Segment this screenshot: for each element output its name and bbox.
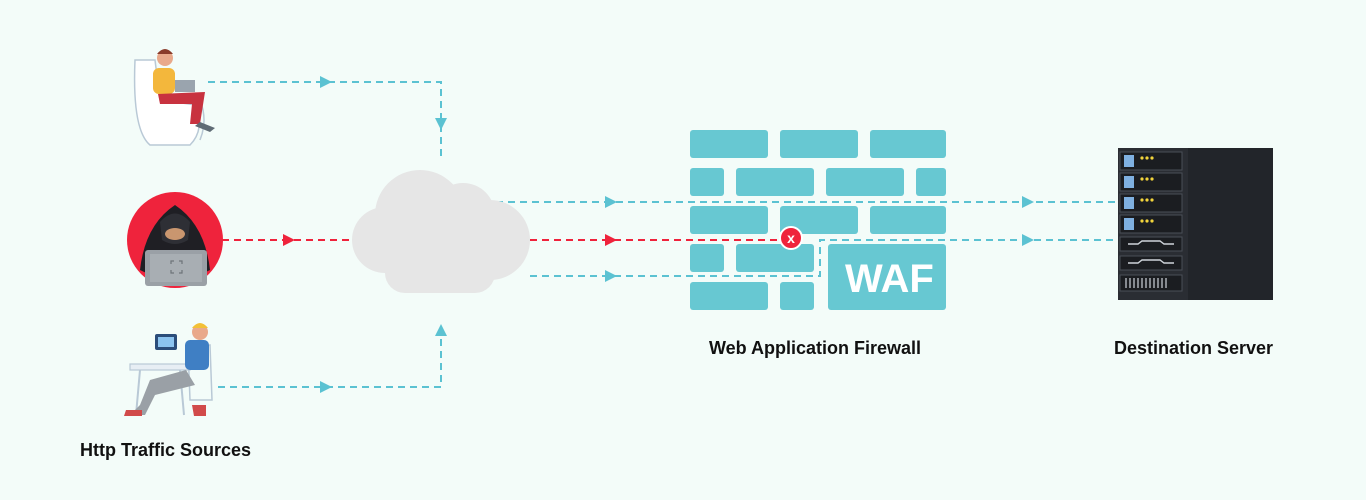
block-marker: x [779, 226, 803, 250]
block-marker-glyph: x [787, 230, 795, 246]
cloud-icon [352, 170, 530, 293]
waf-caption: Web Application Firewall [709, 338, 922, 358]
arrowhead [283, 234, 295, 246]
brick-wall-icon [690, 130, 946, 310]
arrowhead [435, 324, 447, 336]
traffic-lines [208, 81, 1118, 388]
server-unit [1119, 172, 1183, 192]
arrowhead [1022, 234, 1034, 246]
arrowhead [605, 196, 617, 208]
server-unit [1119, 151, 1183, 171]
server-unit [1119, 193, 1183, 213]
arrowheads [283, 76, 1034, 393]
arrowhead [320, 76, 332, 88]
arrowhead [435, 118, 447, 130]
edge-user-relaxed-to-cloud [208, 81, 442, 160]
arrowhead [605, 234, 617, 246]
edge-cloud-to-server-bottom [530, 239, 1118, 277]
user-relaxed-icon [133, 49, 215, 146]
user-tablet-icon [124, 323, 213, 416]
arrowhead [605, 270, 617, 282]
arrowhead [320, 381, 332, 393]
attacker-icon [127, 192, 223, 288]
server-unit [1119, 214, 1183, 234]
arrowhead [1022, 196, 1034, 208]
server-caption: Destination Server [1114, 338, 1274, 358]
waf-badge-label: WAF [845, 257, 934, 301]
edge-user-tablet-to-cloud [218, 330, 442, 388]
server-rack-icon [1118, 148, 1273, 300]
traffic-sources-caption: Http Traffic Sources [80, 440, 252, 460]
